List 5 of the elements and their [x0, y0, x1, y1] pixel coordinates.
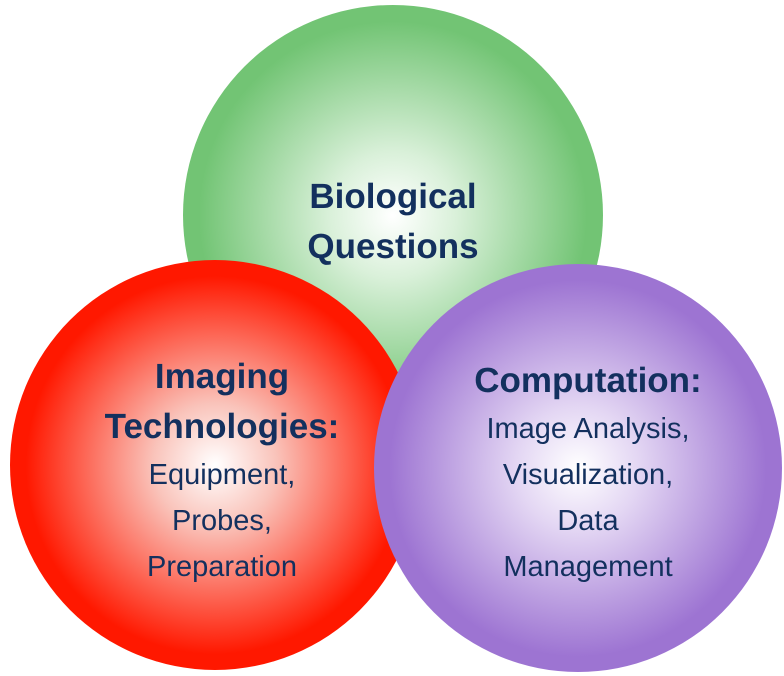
circle-text: Image Analysis, Visualization, Data Management — [485, 412, 691, 585]
circle-heading: Imaging Technologies: — [104, 356, 340, 448]
circle-text: Equipment, Probes, Preparation — [146, 458, 298, 585]
circle-heading: Biological Questions — [306, 176, 480, 268]
circle-heading: Computation: — [473, 360, 703, 402]
